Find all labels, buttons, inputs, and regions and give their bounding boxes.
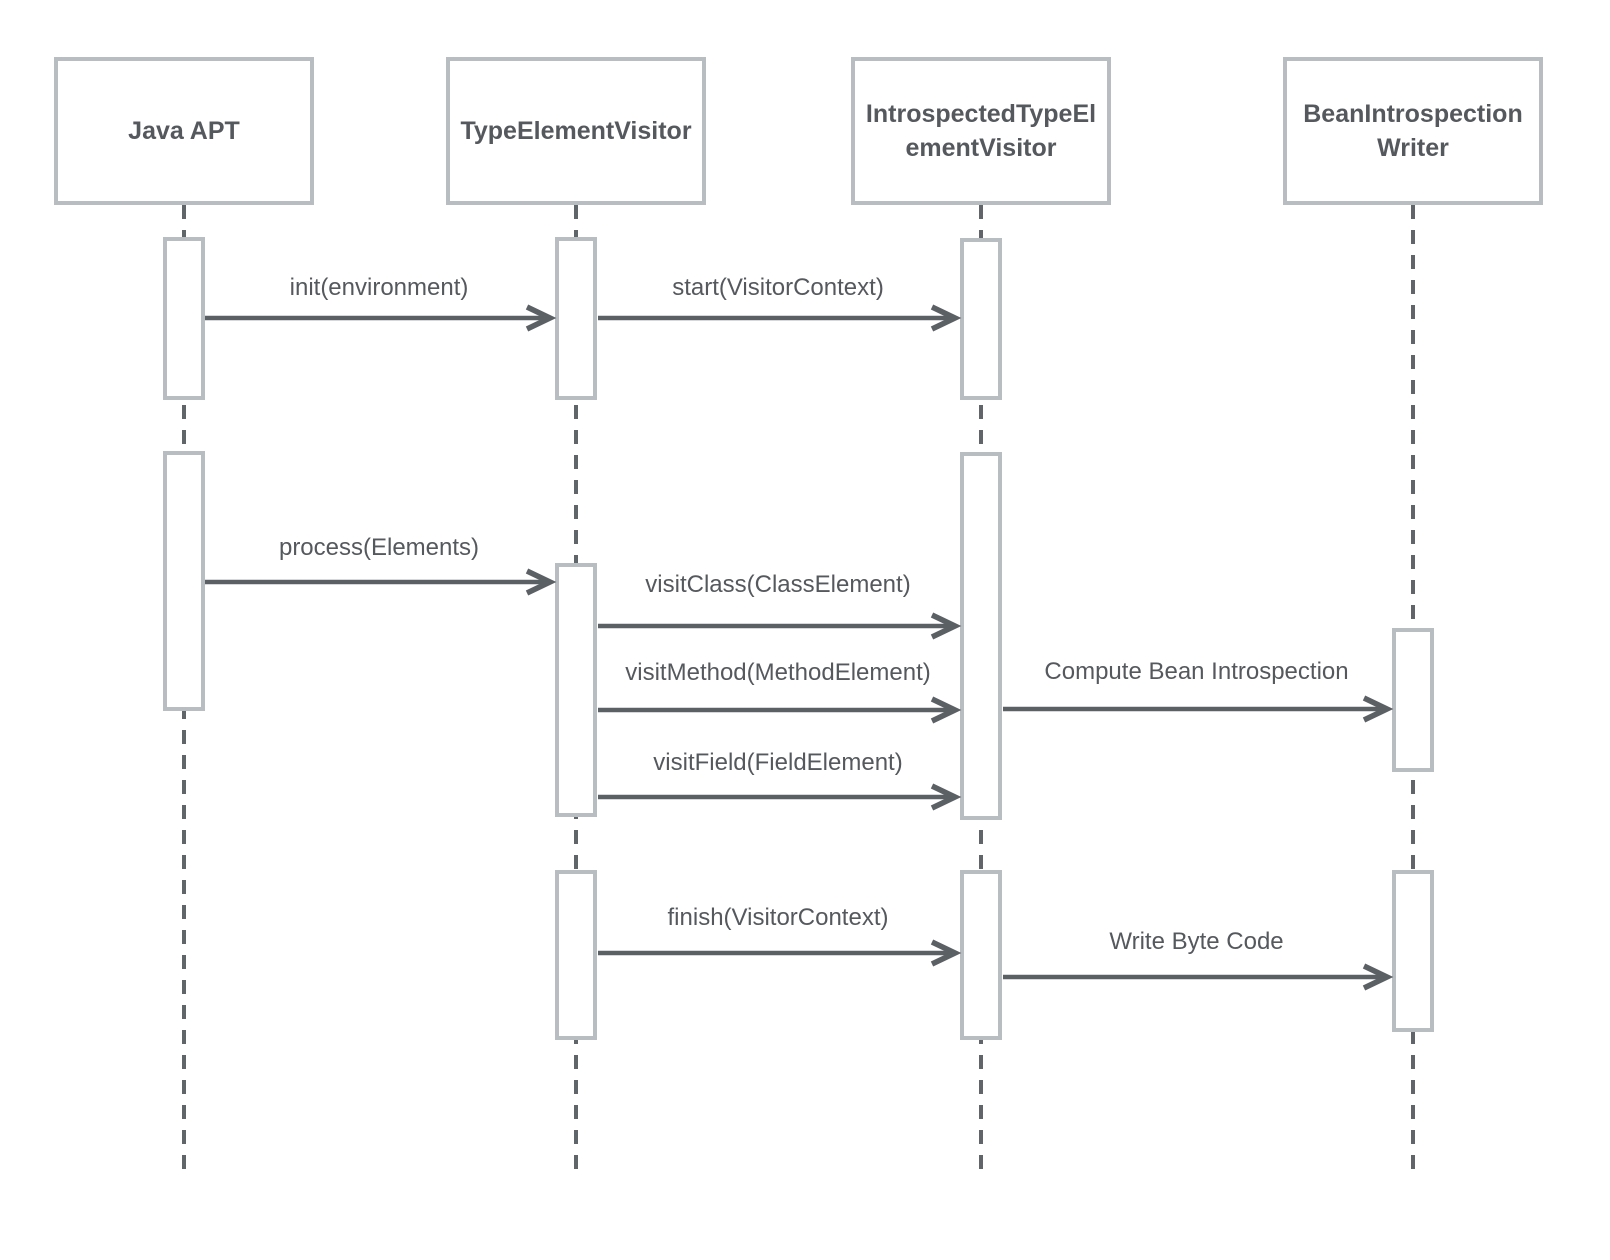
participant-box-1: TypeElementVisitor (446, 57, 706, 205)
activation-bar-9 (1392, 870, 1434, 1032)
message-label-6: visitField(FieldElement) (653, 749, 903, 776)
activation-bar-4 (555, 870, 597, 1040)
activation-bar-7 (960, 870, 1002, 1040)
message-arrow-6 (598, 783, 962, 811)
message-arrow-7 (598, 939, 962, 967)
activation-bar-1 (163, 451, 205, 711)
activation-bar-6 (960, 452, 1002, 820)
activation-bar-2 (555, 237, 597, 400)
message-arrow-0 (205, 304, 557, 332)
message-arrow-3 (598, 612, 962, 640)
participant-name: Java APT (128, 116, 240, 145)
message-arrow-5 (1003, 695, 1394, 723)
participant-name: BeanIntrospection (1303, 99, 1523, 128)
message-label-7: finish(VisitorContext) (667, 904, 889, 931)
activation-bar-0 (163, 237, 205, 400)
activation-bar-8 (1392, 628, 1434, 772)
message-arrow-8 (1003, 963, 1394, 991)
participant-name: TypeElementVisitor (460, 116, 692, 145)
activation-bar-5 (960, 238, 1002, 400)
message-label-8: Write Byte Code (1109, 928, 1284, 955)
message-arrow-2 (205, 568, 557, 596)
participant-box-2: IntrospectedTypeEl ementVisitor (851, 57, 1111, 205)
message-label-5: Compute Bean Introspection (1044, 658, 1349, 685)
participant-name: ementVisitor (905, 134, 1057, 162)
message-arrow-4 (598, 696, 962, 724)
message-label-1: start(VisitorContext) (672, 274, 884, 301)
participant-box-0: Java APT (54, 57, 314, 205)
activation-bar-3 (555, 563, 597, 817)
message-label-0: init(environment) (289, 274, 469, 301)
participant-name: Writer (1377, 134, 1449, 162)
message-arrow-1 (598, 304, 962, 332)
message-label-3: visitClass(ClassElement) (645, 571, 911, 598)
message-label-4: visitMethod(MethodElement) (625, 659, 931, 686)
participant-name: IntrospectedTypeEl (865, 99, 1097, 128)
message-label-2: process(Elements) (278, 534, 480, 561)
